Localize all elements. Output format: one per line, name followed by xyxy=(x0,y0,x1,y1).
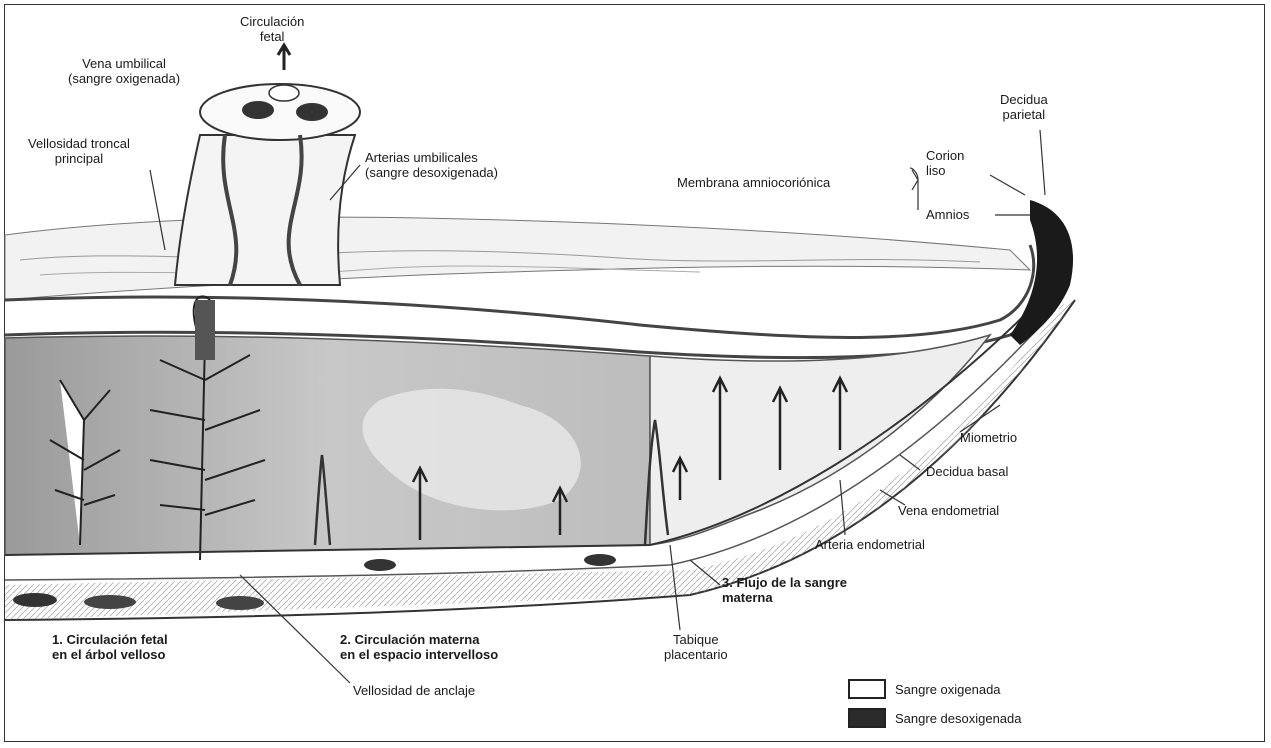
label-amnios: Amnios xyxy=(926,207,969,222)
label-vellosidad-anclaje: Vellosidad de anclaje xyxy=(353,683,475,698)
legend-swatch-deoxygenated xyxy=(848,708,886,728)
label-arteria-endometrial: Arteria endometrial xyxy=(815,537,925,552)
label-decidua-basal: Decidua basal xyxy=(926,464,1008,479)
umbilical-cord xyxy=(175,45,360,285)
label-miometrio: Miometrio xyxy=(960,430,1017,445)
label-vena-umbilical: Vena umbilical(sangre oxigenada) xyxy=(68,56,180,86)
legend-swatch-oxygenated xyxy=(848,679,886,699)
label-arterias-umbilicales: Arterias umbilicales(sangre desoxigenada… xyxy=(365,150,498,180)
decidua-parietal-edge xyxy=(1010,200,1073,345)
amniotic-surface xyxy=(5,217,1030,300)
legend-label-deoxygenated: Sangre desoxigenada xyxy=(895,711,1022,726)
stem-villus-trunk xyxy=(195,300,215,360)
label-membrana-amniocorionica: Membrana amniocoriónica xyxy=(677,175,830,190)
legend-label-oxygenated: Sangre oxigenada xyxy=(895,682,1001,697)
label-vena-endometrial: Vena endometrial xyxy=(898,503,999,518)
